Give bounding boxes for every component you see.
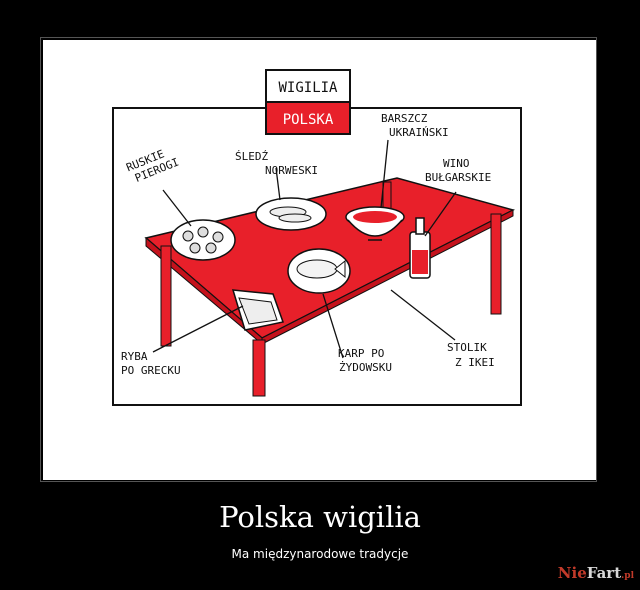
- svg-text:STOLIK: STOLIK: [447, 341, 487, 354]
- label-ryba: RYBA PO GRECKU: [121, 350, 181, 377]
- label-arrows: [152, 139, 457, 359]
- svg-text:ŻYDOWSKU: ŻYDOWSKU: [339, 361, 392, 374]
- label-sledz: ŚLEDŹ NORWESKI: [235, 150, 318, 177]
- svg-text:WINO: WINO: [443, 157, 470, 170]
- label-pierogi: RUSKIE PIEROGI: [124, 147, 180, 184]
- herring-plate: [255, 197, 327, 231]
- svg-text:UKRAIŃSKI: UKRAIŃSKI: [389, 126, 449, 139]
- label-stolik: STOLIK Z IKEI: [447, 341, 495, 369]
- sign-top-text: WIGILIA: [278, 80, 338, 96]
- label-barszcz: BARSZCZ UKRAIŃSKI: [381, 112, 449, 139]
- svg-text:Z IKEI: Z IKEI: [455, 356, 495, 369]
- sign-bottom-text: POLSKA: [283, 112, 334, 128]
- svg-text:NORWESKI: NORWESKI: [265, 164, 318, 177]
- svg-text:BUŁGARSKIE: BUŁGARSKIE: [425, 171, 491, 184]
- svg-text:BARSZCZ: BARSZCZ: [381, 112, 428, 125]
- logo-part-nie: Nie: [557, 564, 587, 582]
- label-karp: KARP PO ŻYDOWSKU: [338, 347, 392, 374]
- wigilia-illustration: WIGILIA POLSKA: [112, 69, 522, 406]
- svg-text:KARP PO: KARP PO: [338, 347, 384, 360]
- poster-subtitle: Ma międzynarodowe tradycje: [231, 547, 409, 561]
- greek-fish-plate: [231, 289, 284, 331]
- wine-bottle: [409, 217, 431, 279]
- pierogi-plate: [170, 219, 236, 261]
- logo-part-fart: Fart: [586, 564, 622, 582]
- site-logo[interactable]: NieFart.pl: [558, 564, 634, 582]
- barszcz-bowl: [345, 206, 405, 241]
- logo-part-pl: .pl: [621, 571, 634, 581]
- poster-frame-border: [40, 37, 597, 482]
- poster-picture: WIGILIA POLSKA: [43, 40, 596, 480]
- svg-text:PO GRECKU: PO GRECKU: [121, 364, 181, 377]
- poster-title: Polska wigilia: [219, 500, 421, 534]
- svg-text:RYBA: RYBA: [121, 350, 148, 363]
- svg-text:ŚLEDŹ: ŚLEDŹ: [235, 150, 268, 163]
- label-wino: WINO BUŁGARSKIE: [425, 157, 491, 184]
- carp-plate: [287, 248, 351, 294]
- sign: WIGILIA POLSKA: [265, 69, 351, 135]
